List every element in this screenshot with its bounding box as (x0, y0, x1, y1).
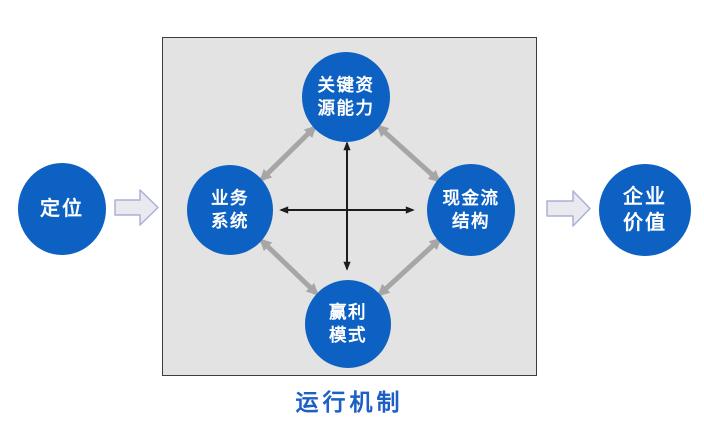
node-key-resources: 关键资 源能力 (302, 52, 390, 142)
node-profit-model: 赢利 模式 (305, 280, 391, 368)
flow-arrow-output-icon (546, 190, 591, 227)
node-positioning: 定位 (18, 163, 106, 255)
flow-arrow-input-icon (114, 189, 159, 226)
node-business-system: 业务 系统 (187, 165, 273, 255)
node-cash-flow: 现金流 结构 (427, 164, 515, 256)
node-enterprise-value: 企业 价值 (599, 164, 691, 256)
diagram-title: 运行机制 (295, 389, 404, 415)
